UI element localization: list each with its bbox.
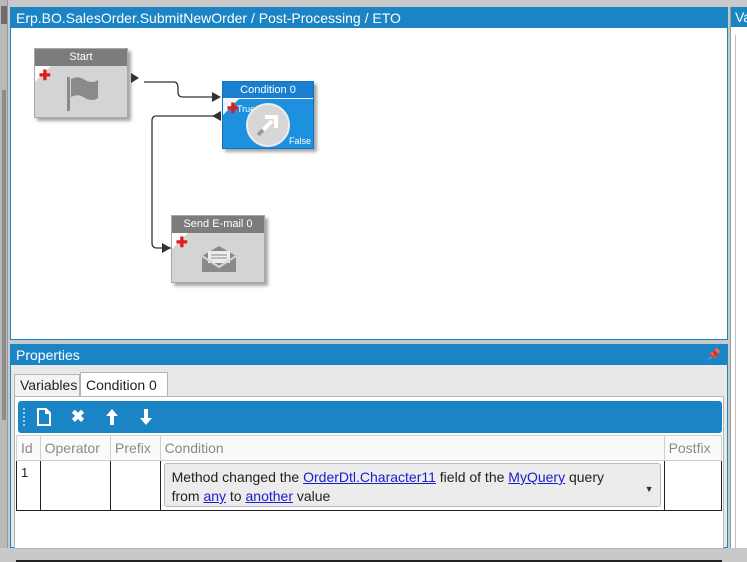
cell-prefix[interactable]: [110, 460, 161, 511]
node-corner: [35, 66, 51, 82]
condition-text: query: [565, 469, 605, 485]
condition-node-label: Condition 0: [223, 82, 313, 99]
arrow-up-icon[interactable]: [98, 404, 126, 430]
connector-layer: [144, 81, 221, 253]
workflow-canvas[interactable]: Start ✚ Condition 0 ✚ True False Send E-…: [11, 28, 727, 339]
field-link[interactable]: OrderDtl.Character11: [303, 469, 436, 485]
variables-side-title: Va: [731, 7, 747, 27]
condition-text: to: [226, 488, 246, 504]
false-branch-label: False: [288, 136, 311, 146]
new-document-glyph: [37, 408, 51, 426]
cell-postfix[interactable]: [663, 460, 723, 511]
send-email-node-label: Send E-mail 0: [172, 216, 264, 233]
add-icon[interactable]: ✚: [176, 234, 188, 250]
flag-icon: [67, 77, 98, 111]
properties-pane: Properties 📌 Variables Condition 0 ✖ Id: [10, 344, 728, 562]
column-header-postfix[interactable]: Postfix: [663, 435, 723, 461]
condition-text: value: [292, 488, 331, 504]
start-node-label: Start: [35, 49, 127, 66]
column-header-operator[interactable]: Operator: [39, 435, 112, 461]
delete-icon[interactable]: ✖: [70, 407, 86, 426]
true-branch-label: True: [237, 104, 256, 114]
arrowhead-condition-true: [212, 92, 221, 102]
from-value-link[interactable]: any: [203, 488, 227, 504]
add-icon[interactable]: ✚: [227, 100, 239, 116]
condition-node[interactable]: Condition 0 ✚ True False: [222, 81, 314, 149]
connector-start-to-condition: [144, 81, 215, 98]
arrowhead-email: [162, 243, 171, 253]
start-node[interactable]: Start ✚: [34, 48, 139, 118]
send-email-node[interactable]: Send E-mail 0 ✚: [171, 215, 265, 283]
query-link[interactable]: MyQuery: [508, 469, 566, 485]
new-document-icon[interactable]: [30, 404, 58, 430]
pin-icon[interactable]: 📌: [707, 349, 721, 361]
cell-id: 1: [16, 460, 41, 511]
arrow-up-glyph: [106, 409, 118, 425]
column-header-prefix[interactable]: Prefix: [110, 435, 161, 461]
table-row[interactable]: 1 Method changed the OrderDtl.Character1…: [16, 460, 723, 511]
to-value-link[interactable]: another: [245, 488, 293, 504]
variables-side-panel: Va: [730, 7, 747, 555]
condition-text: from: [171, 488, 204, 504]
condition-text: field of the: [435, 469, 509, 485]
node-corner: [172, 233, 188, 249]
column-header-condition[interactable]: Condition: [159, 435, 665, 461]
properties-title: Properties 📌: [11, 345, 727, 365]
cell-operator[interactable]: [39, 460, 112, 511]
node-corner: [223, 99, 239, 115]
condition-toolbar: ✖: [18, 401, 722, 433]
connector-condition-to-email: [151, 115, 215, 249]
arrow-down-icon[interactable]: [132, 404, 160, 430]
side-divider: [735, 35, 736, 555]
arrow-down-glyph: [140, 409, 152, 425]
tab-condition-0[interactable]: Condition 0: [80, 372, 168, 396]
condition-icon: [246, 103, 290, 147]
start-output-port[interactable]: [131, 73, 139, 83]
properties-title-text: Properties: [16, 347, 80, 363]
envelope-icon: [201, 246, 237, 272]
workflow-designer-pane: Erp.BO.SalesOrder.SubmitNewOrder / Post-…: [10, 7, 728, 340]
conditions-grid: Id Operator Prefix Condition Postfix 1 M…: [16, 435, 723, 511]
arrowhead-condition-false: [212, 111, 221, 121]
toolbar-grip[interactable]: [23, 408, 25, 426]
tab-variables[interactable]: Variables: [14, 374, 80, 396]
dock-scroll-bar[interactable]: [2, 90, 6, 420]
dock-tab-marker[interactable]: [1, 6, 7, 24]
add-icon[interactable]: ✚: [39, 67, 51, 83]
condition-expression-dropdown[interactable]: Method changed the OrderDtl.Character11 …: [163, 463, 661, 507]
condition-text: Method changed the: [171, 469, 304, 485]
designer-title: Erp.BO.SalesOrder.SubmitNewOrder / Post-…: [11, 8, 727, 28]
cell-condition: Method changed the OrderDtl.Character11 …: [159, 460, 665, 511]
chevron-down-icon[interactable]: ▼: [644, 484, 654, 494]
left-dock-strip: [0, 0, 8, 548]
condition-tab-panel: ✖ Id Operator Prefix Condition Postfix: [14, 396, 724, 562]
column-header-id[interactable]: Id: [16, 435, 41, 461]
